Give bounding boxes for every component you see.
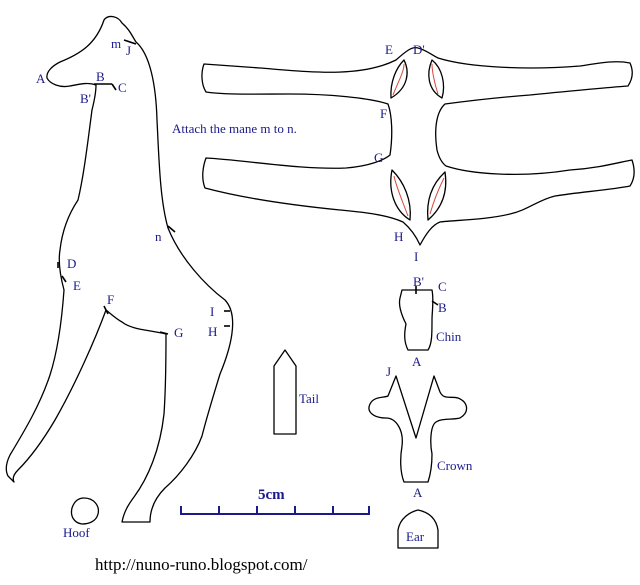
scale-bar: 5cm	[180, 487, 370, 515]
label-b: B	[96, 69, 105, 84]
crown-label-name: Crown	[437, 458, 473, 473]
dart-back-right-seam	[429, 177, 445, 215]
label-h: H	[208, 324, 217, 339]
label-f: F	[107, 292, 114, 307]
giraffe-side-piece: m J A B B' C n D E F I G H	[5, 15, 234, 523]
dart-back-left-seam	[393, 175, 409, 217]
hoof-piece: Hoof	[63, 497, 100, 540]
body-label-d-prime: D'	[413, 42, 425, 57]
label-c: C	[118, 80, 127, 95]
label-m: m	[111, 36, 121, 51]
label-g: G	[174, 325, 183, 340]
scale-label: 5cm	[258, 487, 285, 503]
body-label-e: E	[385, 42, 393, 57]
tail-label: Tail	[299, 391, 319, 406]
body-label-h: H	[394, 229, 403, 244]
crown-label-a: A	[413, 485, 423, 500]
body-label-g: G	[374, 150, 383, 165]
label-b-prime: B'	[80, 91, 91, 106]
mark-g	[159, 331, 169, 335]
chin-mark-b	[431, 300, 439, 306]
crown-label-j: J	[386, 364, 391, 379]
label-i: I	[210, 304, 214, 319]
chin-label-c: C	[438, 279, 447, 294]
mark-f	[103, 305, 109, 315]
instruction-text: Attach the mane m to n.	[172, 121, 297, 136]
ear-piece: Ear	[397, 509, 439, 549]
body-gusset-piece: E D' F G H I	[201, 42, 635, 264]
mark-n	[167, 225, 176, 233]
footer-url[interactable]: http://nuno-runo.blogspot.com/	[95, 555, 308, 574]
mark-c	[111, 83, 117, 91]
crown-piece: J Crown A	[368, 364, 473, 500]
ear-outline	[397, 509, 439, 549]
chin-piece: B' C B Chin A	[398, 274, 462, 369]
mark-e	[61, 275, 67, 283]
label-d: D	[67, 256, 76, 271]
body-label-i: I	[414, 249, 418, 264]
giraffe-outline	[5, 15, 234, 523]
dart-front-right-seam	[431, 63, 439, 95]
tail-outline	[273, 349, 297, 435]
chin-label-a: A	[412, 354, 422, 369]
label-j: J	[126, 43, 131, 58]
chin-outline	[398, 289, 434, 351]
dart-front-left-seam	[392, 63, 405, 96]
body-label-f: F	[380, 106, 387, 121]
label-n: n	[155, 229, 162, 244]
label-a: A	[36, 71, 46, 86]
label-e: E	[73, 278, 81, 293]
tail-piece: Tail	[273, 349, 319, 435]
hoof-label: Hoof	[63, 525, 90, 540]
ear-label: Ear	[406, 529, 425, 544]
crown-outline	[368, 375, 468, 483]
hoof-outline	[70, 497, 100, 525]
chin-label-name: Chin	[436, 329, 462, 344]
chin-label-b-prime: B'	[413, 274, 424, 289]
body-gusset-outline	[201, 46, 635, 246]
mark-m	[123, 39, 137, 45]
chin-label-b: B	[438, 300, 447, 315]
